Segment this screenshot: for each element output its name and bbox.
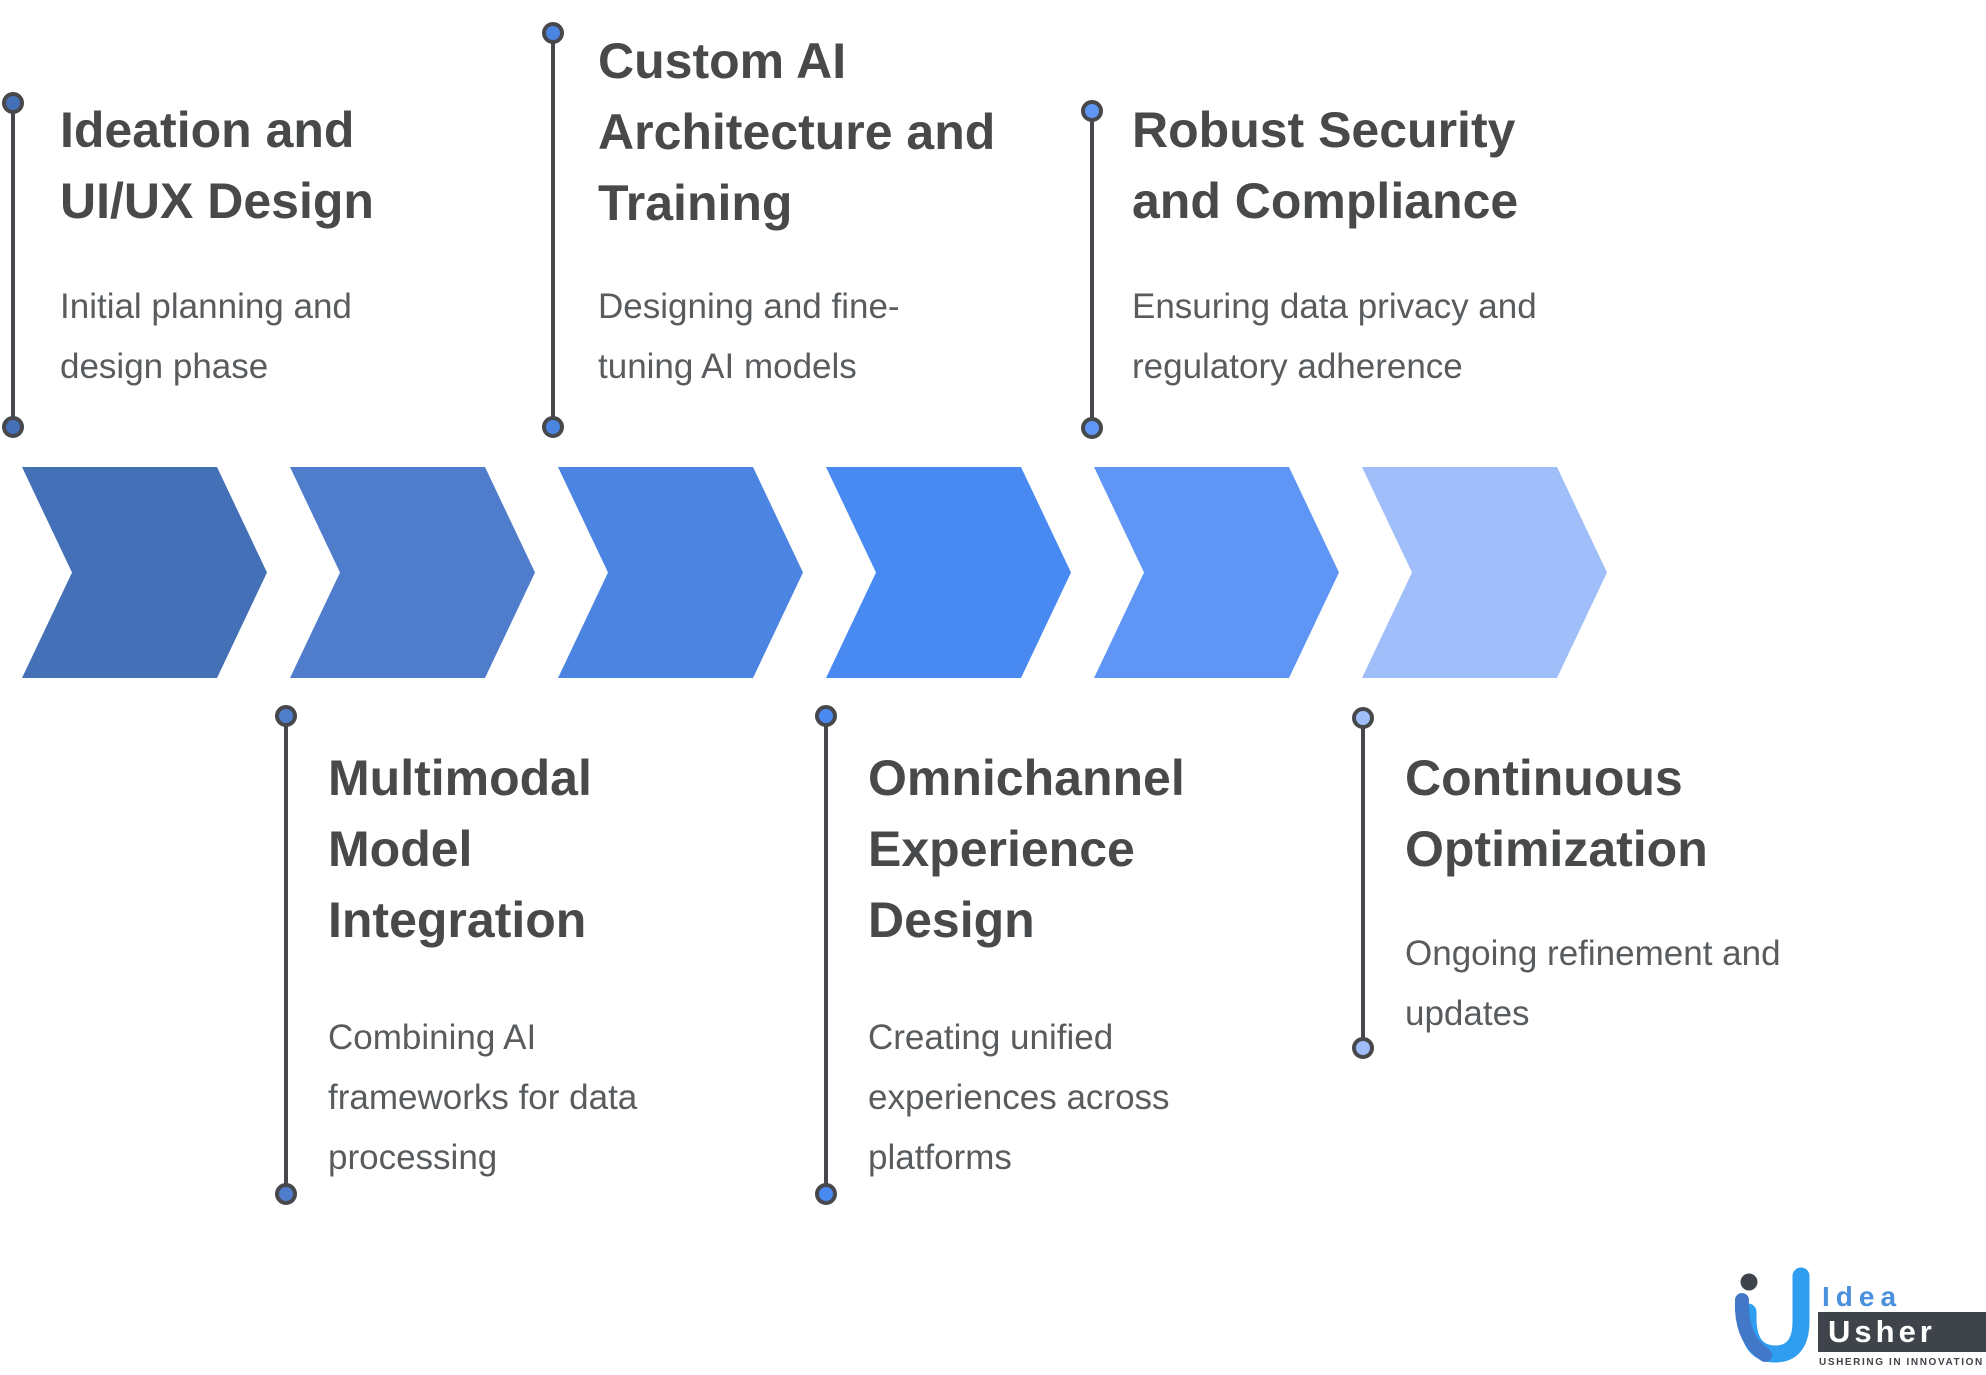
connector-dot-top: [2, 92, 24, 114]
connector-line: [551, 33, 555, 427]
connector-dot-top: [1081, 100, 1103, 122]
stage-description: Combining AI frameworks for data process…: [328, 1018, 638, 1177]
logo-i-dot: [1740, 1273, 1758, 1291]
connector-line: [11, 103, 15, 427]
stage-title: Custom AI Architecture and Training: [598, 33, 996, 231]
connector-dot-bottom: [1352, 1037, 1374, 1059]
stage-title: Robust Security and Compliance: [1132, 102, 1519, 229]
connector-stage-5: [1081, 100, 1103, 439]
process-arrow-5: [1094, 467, 1339, 678]
stage-title: Omnichannel Experience Design: [868, 750, 1185, 948]
process-arrow-4: [826, 467, 1071, 678]
process-arrow-1: [22, 467, 267, 678]
connector-stage-4: [815, 705, 837, 1205]
connector-line: [1361, 718, 1365, 1048]
connector-stage-1: [2, 92, 24, 438]
connector-line: [284, 716, 288, 1194]
connector-dot-bottom: [542, 416, 564, 438]
stage-description: Ongoing refinement and updates: [1405, 934, 1781, 1033]
connector-dot-top: [815, 705, 837, 727]
connector-dot-bottom: [2, 416, 24, 438]
logo-brand-usher-box: Usher: [1818, 1312, 1986, 1352]
process-arrow-3: [558, 467, 803, 678]
idea-usher-logo-mark: [1735, 1267, 1810, 1363]
connector-dot-top: [1352, 707, 1374, 729]
connector-line: [824, 716, 828, 1194]
stage-description: Designing and fine- tuning AI models: [598, 287, 900, 386]
logo-i-stem: [1735, 1293, 1772, 1362]
process-arrows: [22, 467, 1607, 678]
stage-title: Multimodal Model Integration: [328, 750, 592, 948]
stage-description: Creating unified experiences across plat…: [868, 1018, 1170, 1177]
connector-line: [1090, 111, 1094, 428]
connector-dot-bottom: [1081, 417, 1103, 439]
connector-stage-2: [275, 705, 297, 1205]
stage-title: Ideation and UI/UX Design: [60, 102, 374, 229]
connector-dot-top: [542, 22, 564, 44]
stage-title: Continuous Optimization: [1405, 750, 1708, 877]
logo-brand-idea: Idea: [1822, 1281, 1903, 1312]
connector-dot-top: [275, 705, 297, 727]
logo-brand-usher: Usher: [1828, 1314, 1936, 1349]
connector-stage-6: [1352, 707, 1374, 1059]
connector-dot-bottom: [815, 1183, 837, 1205]
stage-description: Initial planning and design phase: [60, 287, 352, 386]
process-arrow-6: [1362, 467, 1607, 678]
connector-stage-3: [542, 22, 564, 438]
connector-dot-bottom: [275, 1183, 297, 1205]
process-arrow-2: [290, 467, 535, 678]
stage-description: Ensuring data privacy and regulatory adh…: [1132, 287, 1537, 386]
logo-tagline: USHERING IN INNOVATION: [1819, 1357, 1984, 1368]
